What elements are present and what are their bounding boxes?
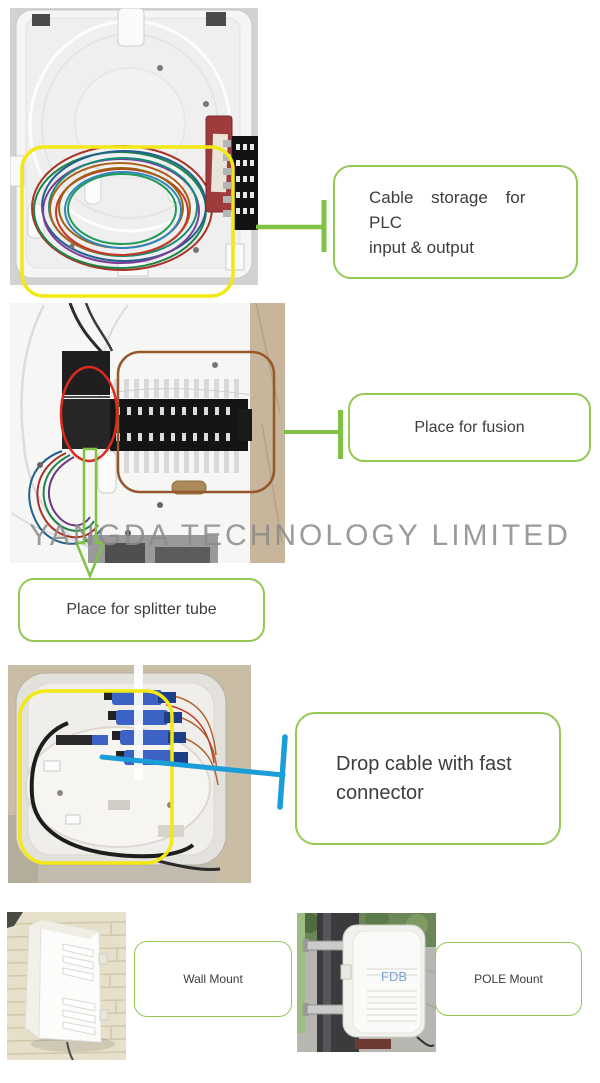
fdb-label: FDB [381,969,407,984]
callout-wall-mount: Wall Mount [134,941,292,1017]
callout-splitter-tube: Place for splitter tube [18,578,265,642]
callout-pole-mount-label: POLE Mount [474,972,543,986]
callout-drop-cable-line1: Drop cable with fast [336,752,512,775]
callout-wall-mount-label: Wall Mount [183,972,243,986]
callout-fusion-label: Place for fusion [414,418,525,436]
callout-drop-cable: Drop cable with fast connector [295,712,561,845]
callout-pole-mount: POLE Mount [435,942,582,1016]
photo-fusion-area [10,303,285,563]
photo-pole-mount: FDB [297,913,436,1052]
callout-fusion: Place for fusion [348,393,591,462]
connector-drop-cable-bar [277,734,288,810]
photo-drop-cable [8,665,251,883]
photo-wall-mount [7,912,126,1060]
callout-splitter-tube-label: Place for splitter tube [66,601,217,618]
callout-drop-cable-line2: connector [336,781,424,804]
callout-cable-storage: Cable storage for PLC input & output [333,165,578,279]
callout-cable-storage-line2: input & output [369,237,474,257]
photo-cable-storage [10,8,258,285]
callout-cable-storage-line1: Cable storage for PLC [369,187,526,232]
